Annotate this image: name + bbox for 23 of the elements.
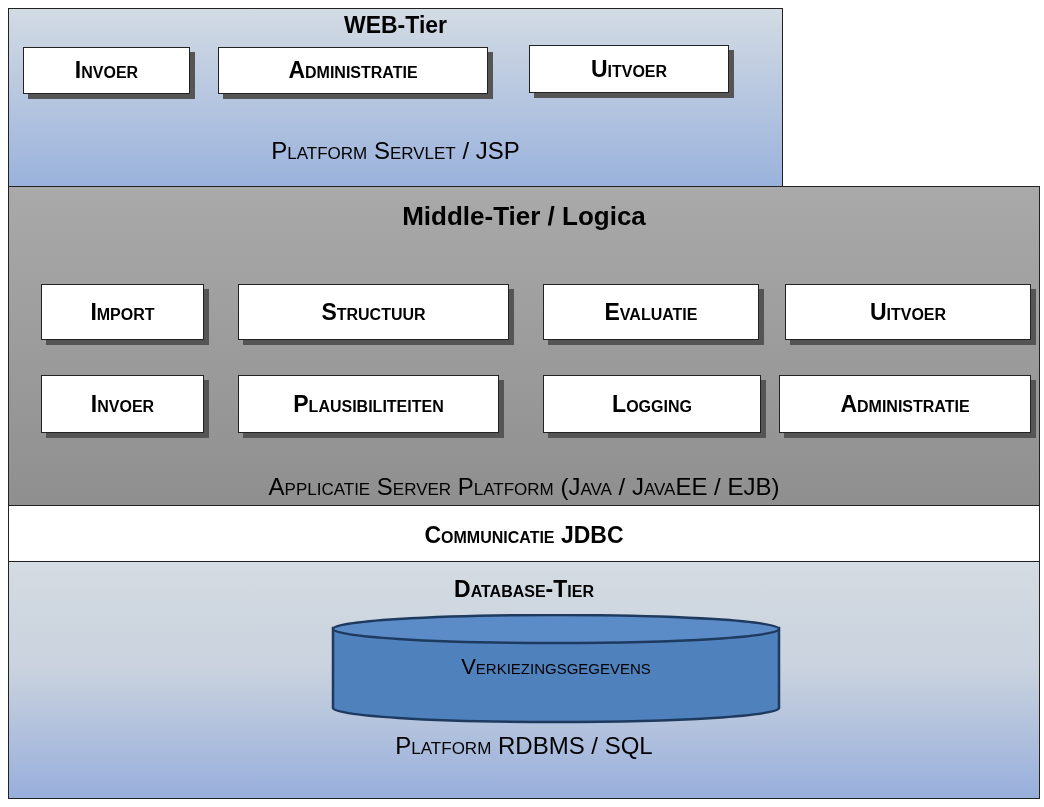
tier-panel: [8, 186, 1040, 506]
module-label: Uitvoer: [590, 55, 668, 83]
platform-label: Platform RDBMS / SQL: [394, 732, 654, 760]
module-label: Plausibiliteiten: [293, 390, 444, 418]
layer-title: Communicatie JDBC: [423, 522, 625, 549]
module-label: Uitvoer: [869, 298, 947, 326]
layer-band: [8, 505, 1040, 562]
module-label: Structuur: [321, 298, 426, 326]
platform-label: Applicatie Server Platform (Java / JavaEE / EJB): [267, 473, 781, 501]
module-label: Administratie: [288, 57, 418, 84]
tier-title: Middle-Tier / Logica: [401, 201, 647, 232]
module-label: Evaluatie: [604, 298, 698, 326]
database-label: Verkiezingsgegevens: [460, 654, 652, 680]
platform-label: Platform Servlet / JSP: [270, 137, 521, 165]
module-label: Invoer: [90, 390, 155, 418]
tier-panel: [8, 8, 783, 187]
module-label: Logging: [612, 390, 692, 418]
tier-title: Database-Tier: [453, 576, 595, 603]
tier-panel: [8, 561, 1040, 799]
module-label: Import: [90, 298, 155, 326]
module-label: Administratie: [840, 390, 970, 418]
tier-title: WEB-Tier: [342, 12, 449, 39]
module-label: Invoer: [74, 57, 139, 84]
